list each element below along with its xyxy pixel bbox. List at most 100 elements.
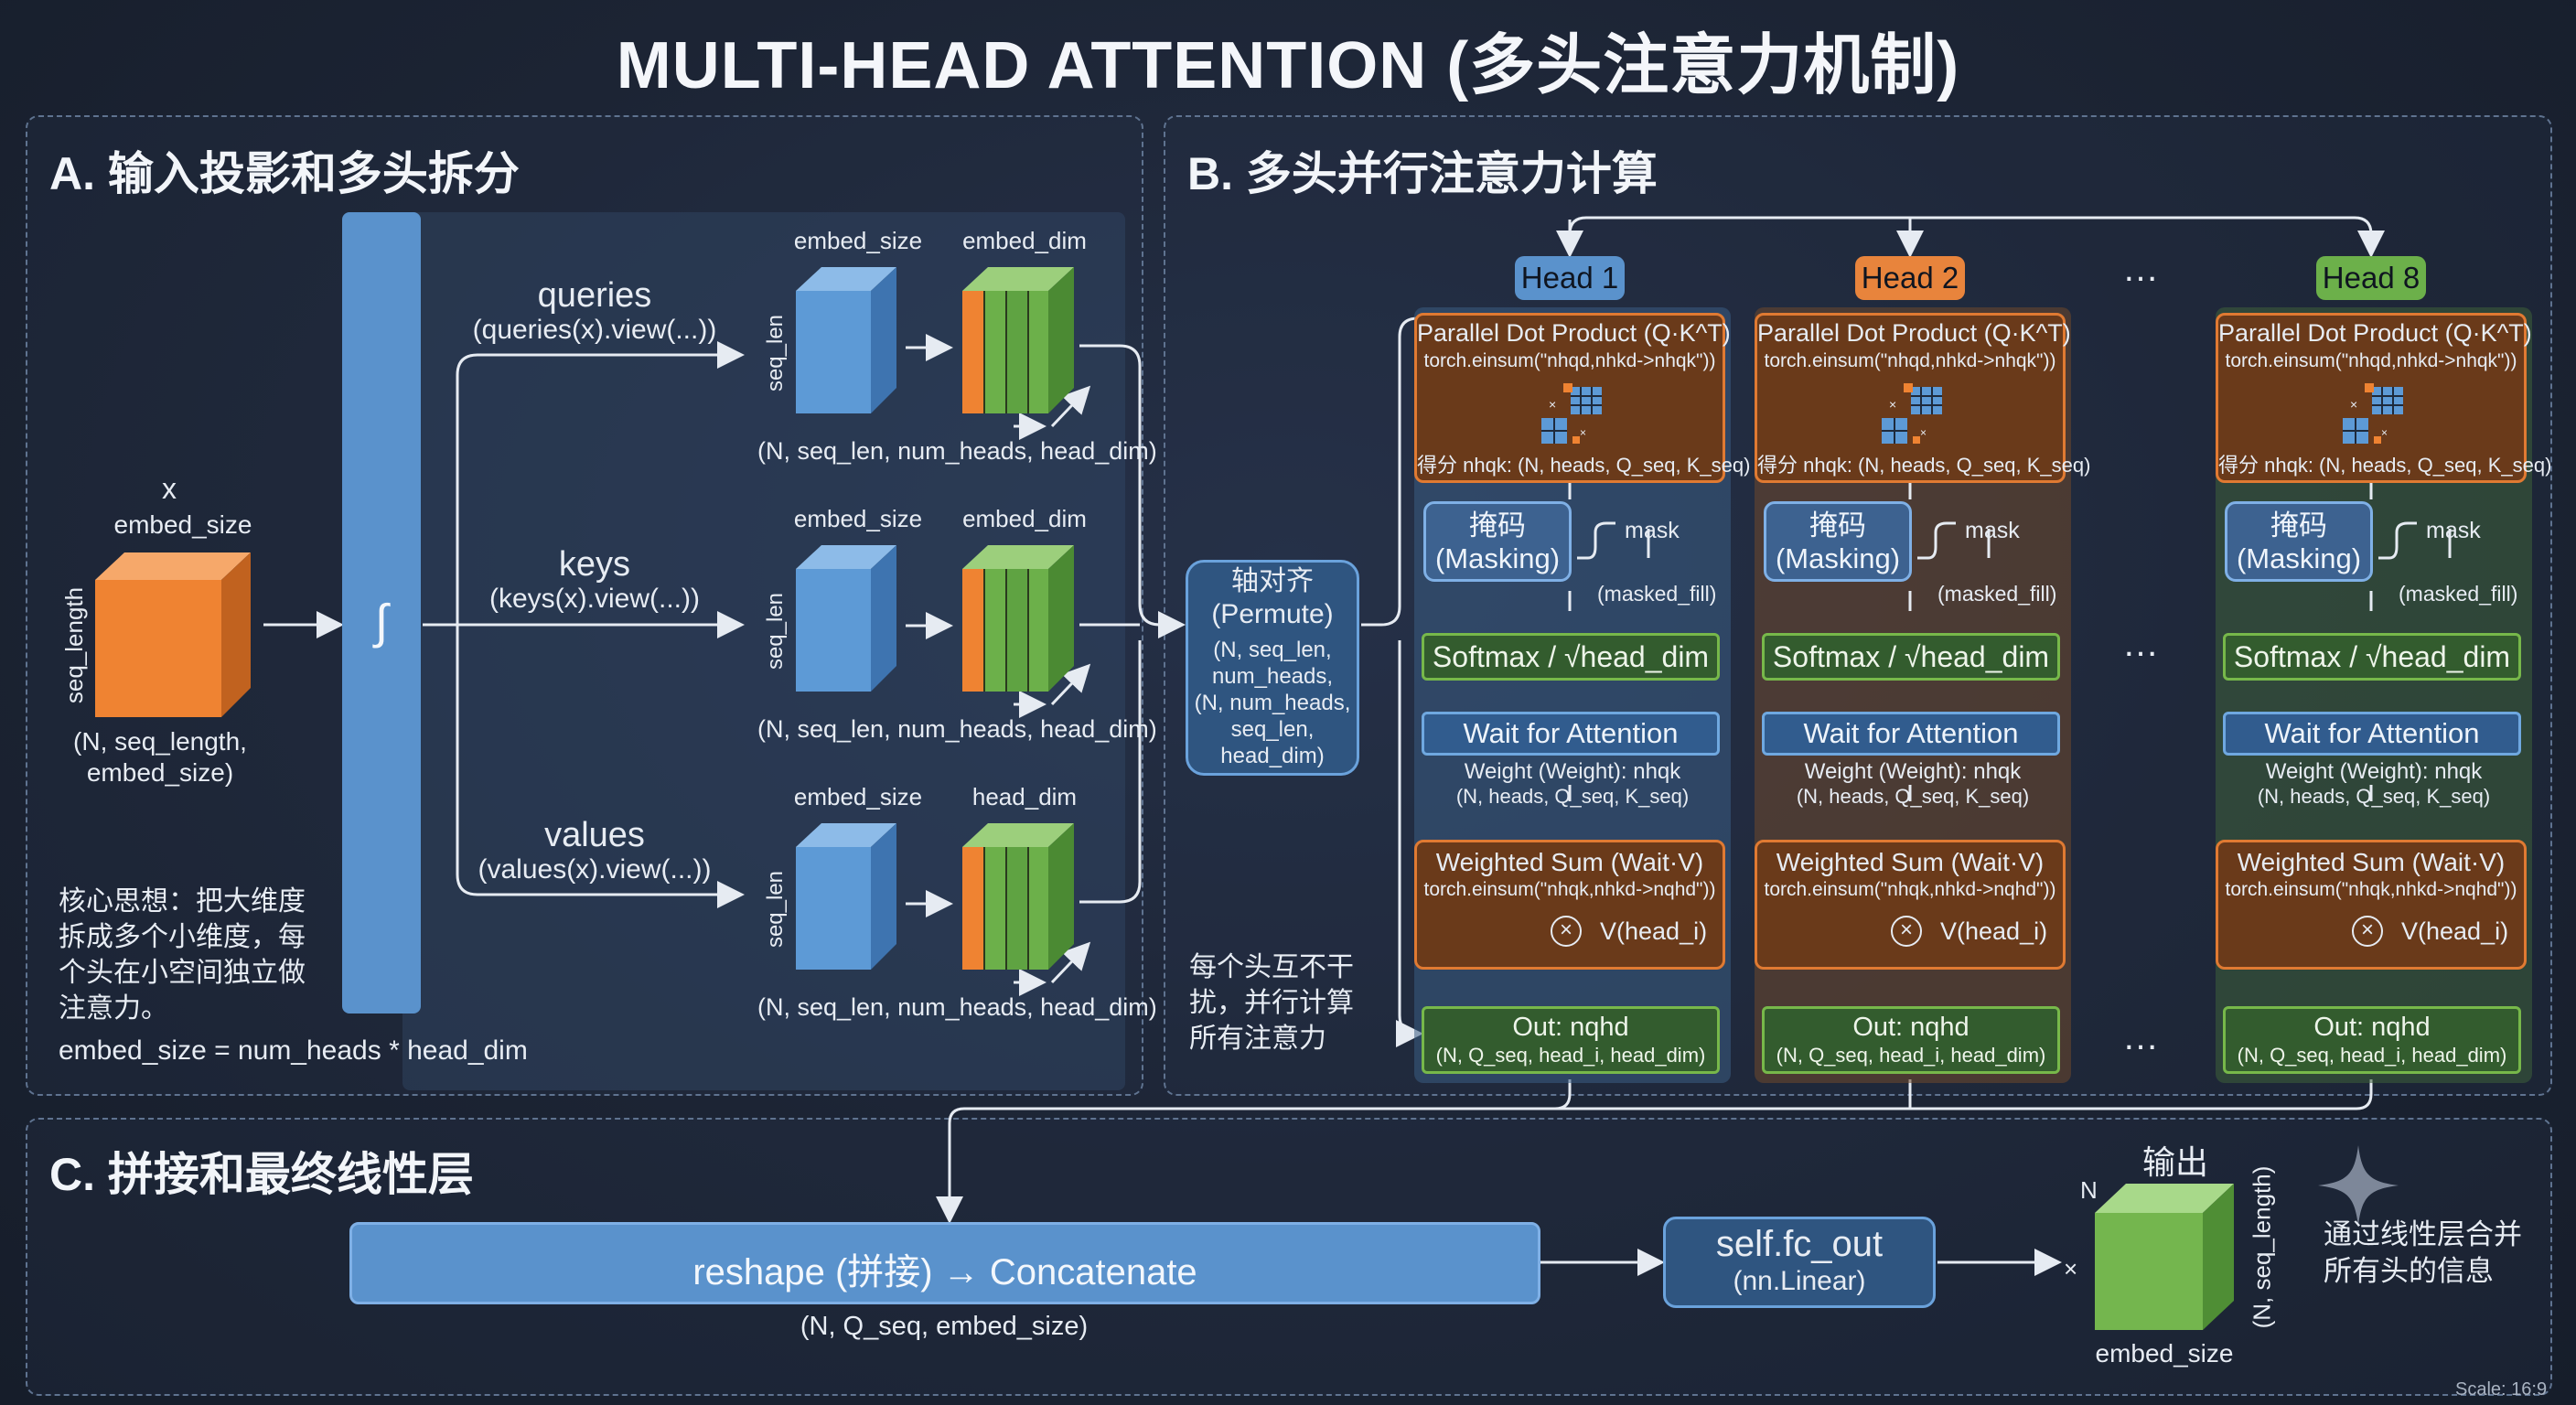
values-cube xyxy=(796,823,896,970)
values-embed-size-label: embed_size xyxy=(793,783,923,810)
keys-shape-label: (N, seq_len, num_heads, head_dim) xyxy=(757,715,1157,743)
output-note: 通过线性层合并 所有头的信息 xyxy=(2324,1218,2522,1287)
v-head-label: V(head_i) xyxy=(1600,917,1708,945)
matrix-icon: ×× xyxy=(1541,383,1602,444)
matrix-icon: ×× xyxy=(2343,383,2403,444)
svg-text:×: × xyxy=(1889,397,1896,412)
wait-attention-box: Wait for Attention xyxy=(2223,712,2521,756)
dot-product-box: Parallel Dot Product (Q·K^T) torch.einsu… xyxy=(1414,313,1750,483)
dot-product-code: torch.einsum("nhqd,nhkd->nhqk")) xyxy=(1423,350,1716,371)
weighted-sum-box: Weighted Sum (Wait·V) torch.einsum("nhqk… xyxy=(2216,840,2527,970)
sparkle-icon xyxy=(2318,1145,2399,1226)
section-a-title: A. 输入投影和多头拆分 xyxy=(49,148,520,199)
weight-shape: (N, heads, Q_seq, K_seq) xyxy=(1455,785,1690,808)
input-shape-label: (N, seq_length, embed_size) xyxy=(73,727,247,787)
head-label: Head 2 xyxy=(1855,256,1965,300)
queries-cube xyxy=(796,267,896,413)
keys-call-label: (keys(x).view(...)) xyxy=(489,584,700,614)
input-cube xyxy=(95,552,251,717)
scale-note: Scale: 16:9 xyxy=(2455,1379,2548,1400)
keys-seq-len-label: seq_len xyxy=(763,592,789,670)
output-axis-label: (N, seq_length) xyxy=(2248,1165,2276,1329)
out-shape: (N, Q_seq, head_i, head_dim) xyxy=(1776,1044,2046,1067)
concatenate-shape: (N, Q_seq, embed_size) xyxy=(800,1312,1089,1341)
score-shape: 得分 nhqk: (N, heads, Q_seq, K_seq) xyxy=(1757,454,2091,477)
softmax-box: Softmax / √head_dim xyxy=(1762,633,2060,681)
core-idea-note: 核心思想：把大维度 拆成多个小维度，每 个头在小空间独立做 注意力。 xyxy=(59,886,306,1024)
linear-symbol: ∫ xyxy=(374,595,389,649)
out-box: Out: nqhd (N, Q_seq, head_i, head_dim) xyxy=(1762,1006,2060,1074)
svg-text:×: × xyxy=(1920,426,1927,439)
wait-attention-box: Wait for Attention xyxy=(1762,712,2060,756)
weight-shape: (N, heads, Q_seq, K_seq) xyxy=(1796,785,2030,808)
out-box: Out: nqhd (N, Q_seq, head_i, head_dim) xyxy=(2223,1006,2521,1074)
permute-detail: (N, seq_len, num_heads, (N, num_heads, s… xyxy=(1194,638,1351,768)
multiply-icon: × xyxy=(2352,916,2383,947)
heads-ellipsis-top: … xyxy=(2122,249,2159,289)
section-c-title: C. 拼接和最终线性层 xyxy=(49,1149,474,1200)
values-call-label: (values(x).view(...)) xyxy=(478,854,712,885)
linear-projection-bar xyxy=(342,212,421,1014)
multiply-icon: × xyxy=(1551,916,1582,947)
permute-box xyxy=(1186,560,1359,776)
mask-label: mask xyxy=(1625,518,1680,543)
page-title: MULTI-HEAD ATTENTION (多头注意力机制) xyxy=(616,29,1960,102)
output-cube xyxy=(2095,1184,2234,1330)
weight-label: Weight (Weight): nhqk xyxy=(1804,759,2022,784)
output-title: 输出 xyxy=(2141,1143,2208,1181)
weighted-sum-code: torch.einsum("nhqk,nhkd->nqhd")) xyxy=(2225,879,2517,900)
weighted-sum-box: Weighted Sum (Wait·V) torch.einsum("nhqk… xyxy=(1414,840,1725,970)
masking-box: 掩码 (Masking) xyxy=(1764,501,1912,582)
heads-ellipsis-bottom: … xyxy=(2122,1017,2159,1057)
out-title: Out: nqhd xyxy=(2313,1013,2431,1042)
values-shape-label: (N, seq_len, num_heads, head_dim) xyxy=(757,993,1157,1021)
head-label: Head 1 xyxy=(1515,256,1625,300)
weighted-sum-title: Weighted Sum (Wait·V) xyxy=(2237,848,2506,876)
svg-text:×: × xyxy=(2350,397,2357,412)
masked-fill-label: (masked_fill) xyxy=(1597,582,1717,606)
svg-text:×: × xyxy=(2381,426,2388,439)
mask-label: mask xyxy=(1965,518,2020,543)
wait-attention-box: Wait for Attention xyxy=(1422,712,1720,756)
values-seq-len-label: seq_len xyxy=(763,870,789,949)
masked-fill-label: (masked_fill) xyxy=(2399,582,2518,606)
keys-split-cube xyxy=(962,545,1074,692)
out-shape: (N, Q_seq, head_i, head_dim) xyxy=(2237,1044,2507,1067)
values-split-cube xyxy=(962,823,1074,970)
svg-text:×: × xyxy=(1549,397,1556,412)
dot-product-title: Parallel Dot Product (Q·K^T) xyxy=(1417,319,1731,347)
v-head-label: V(head_i) xyxy=(1940,917,2048,945)
matrix-icon: ×× xyxy=(1882,383,1942,444)
multiply-icon: × xyxy=(1891,916,1922,947)
out-shape: (N, Q_seq, head_i, head_dim) xyxy=(1435,1044,1706,1067)
weight-label: Weight (Weight): nhqk xyxy=(2265,759,2483,784)
weighted-sum-box: Weighted Sum (Wait·V) torch.einsum("nhqk… xyxy=(1755,840,2066,970)
concatenate-label: reshape (拼接) → Concatenate xyxy=(692,1252,1197,1292)
dot-product-code: torch.einsum("nhqd,nhkd->nhqk")) xyxy=(2225,350,2517,371)
concatenate-bar xyxy=(349,1222,1540,1304)
weight-label: Weight (Weight): nhqk xyxy=(1464,759,1681,784)
out-title: Out: nqhd xyxy=(1512,1013,1629,1042)
score-shape: 得分 nhqk: (N, heads, Q_seq, K_seq) xyxy=(2218,454,2552,477)
output-embed-label: embed_size xyxy=(2095,1339,2234,1367)
fc-out-title: self.fc_out xyxy=(1715,1224,1884,1264)
keys-cube xyxy=(796,545,896,692)
weighted-sum-code: torch.einsum("nhqk,nhkd->nqhd")) xyxy=(1423,879,1716,900)
dot-product-title: Parallel Dot Product (Q·K^T) xyxy=(2218,319,2532,347)
out-box: Out: nqhd (N, Q_seq, head_i, head_dim) xyxy=(1422,1006,1720,1074)
masked-fill-label: (masked_fill) xyxy=(1937,582,2057,606)
embed-size-formula: embed_size = num_heads * head_dim xyxy=(59,1035,528,1066)
independence-note: 每个头互不干 扰，并行计算 所有注意力 xyxy=(1189,952,1354,1054)
queries-call-label: (queries(x).view(...)) xyxy=(472,315,717,345)
v-head-label: V(head_i) xyxy=(2401,917,2509,945)
heads-ellipsis-mid: … xyxy=(2122,624,2159,664)
dot-product-box: Parallel Dot Product (Q·K^T) torch.einsu… xyxy=(1755,313,2091,483)
queries-shape-label: (N, seq_len, num_heads, head_dim) xyxy=(757,437,1157,465)
queries-seq-len-label: seq_len xyxy=(763,314,789,392)
queries-embed-size-label: embed_size xyxy=(793,227,923,254)
dot-product-title: Parallel Dot Product (Q·K^T) xyxy=(1757,319,2071,347)
weight-shape: (N, heads, Q_seq, K_seq) xyxy=(2257,785,2491,808)
values-label: values xyxy=(544,816,645,854)
weighted-sum-code: torch.einsum("nhqk,nhkd->nqhd")) xyxy=(1764,879,2056,900)
